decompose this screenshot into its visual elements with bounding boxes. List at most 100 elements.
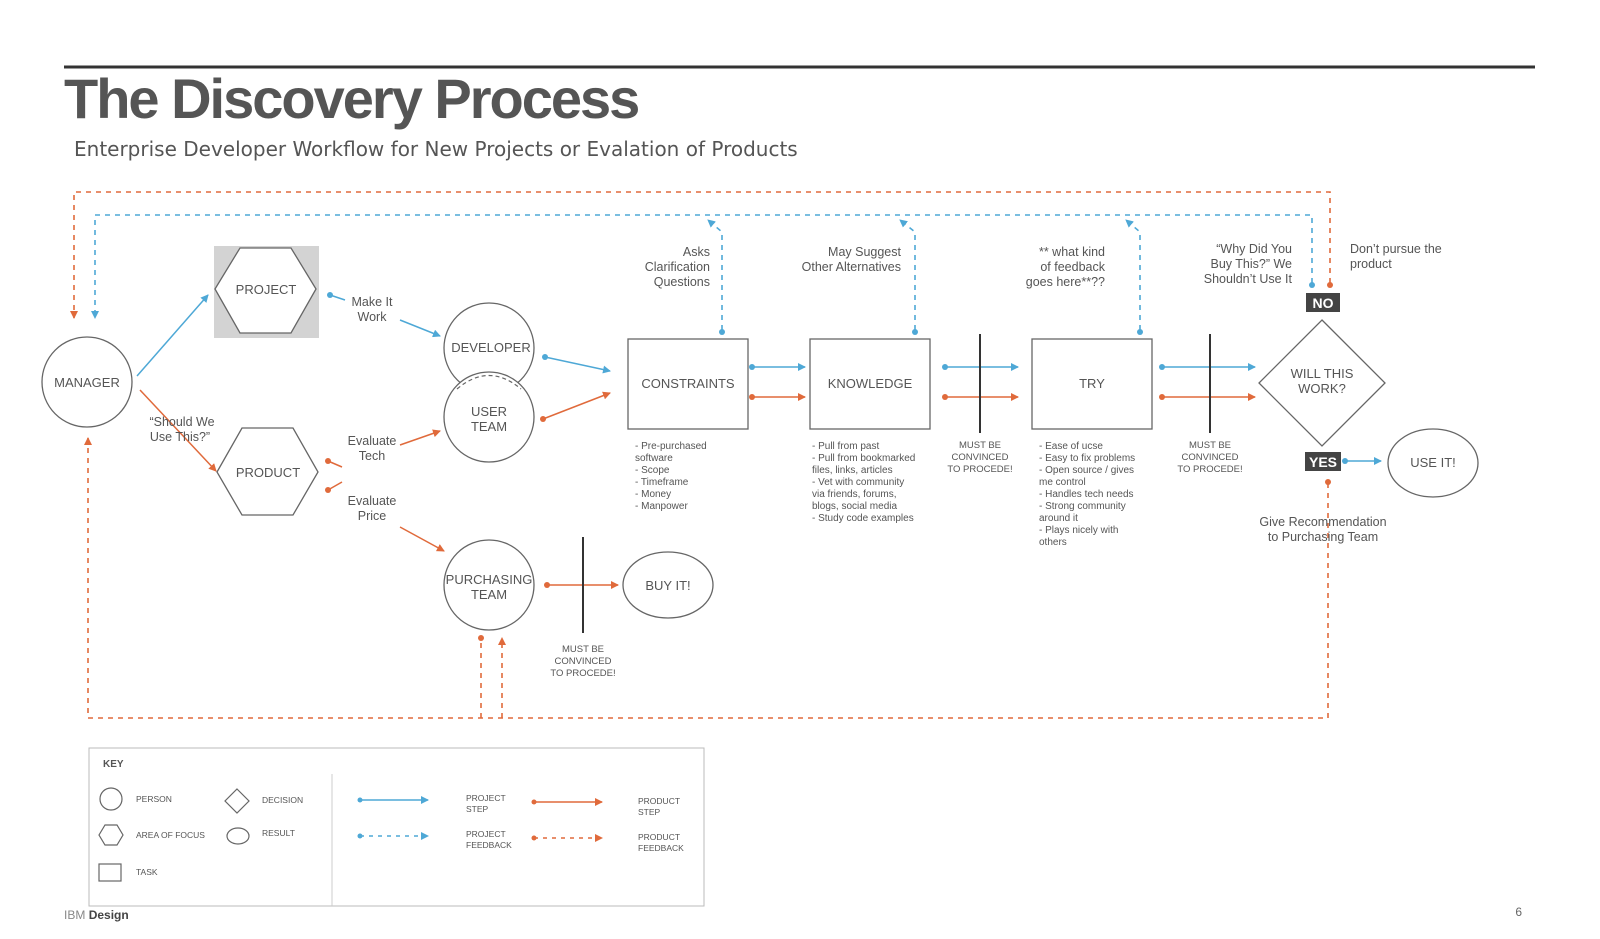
knowledge-node[interactable] (809, 338, 931, 430)
legend-title: KEY (103, 759, 124, 770)
recommendation-note-2: to Purchasing Team (1268, 530, 1378, 544)
convinced-try-2: CONVINCED (951, 452, 1008, 463)
knowledge-detail-line: - Vet with community (812, 477, 904, 488)
developer-to-constraints-arrow (544, 356, 611, 374)
footer-brand-bold: Design (88, 908, 129, 922)
recommendation-note-1: Give Recommendation (1259, 515, 1386, 529)
asks-note-3: Questions (654, 275, 710, 289)
convinced-decision-2: CONVINCED (1181, 452, 1238, 463)
decision-label-1: WILL THIS (1291, 366, 1354, 381)
asks-note-1: Asks (683, 245, 710, 259)
convinced-purchasing-1: MUST BE (562, 644, 604, 655)
try-label: TRY (1079, 376, 1105, 391)
legend-result-icon (226, 827, 250, 845)
manager-to-project-arrow (136, 294, 209, 377)
legend-task-icon (98, 863, 122, 882)
user-team-label-1: USER (471, 404, 507, 419)
purchasing-label-1: PURCHASING (446, 572, 533, 587)
developer-label: DEVELOPER (451, 340, 530, 355)
project-node[interactable] (214, 247, 317, 334)
constraints-detail-line: - Timeframe (635, 477, 689, 488)
yes-badge-label: YES (1309, 454, 1337, 470)
evaluate-price-label-2: Price (358, 509, 387, 523)
evaluate-tech-label-2: Tech (359, 449, 385, 463)
suggest-note-1: May Suggest (828, 245, 901, 259)
use-it-node[interactable] (1387, 428, 1479, 498)
constraints-detail-line: software (635, 453, 673, 464)
try-detail-line: - Ease of ucse (1039, 441, 1103, 452)
should-we-label-2: Use This?” (150, 430, 210, 444)
step-arrows (136, 294, 1382, 589)
legend-project-feedback-2: FEEDBACK (466, 840, 512, 850)
what-kind-note-3: goes here**?? (1026, 275, 1105, 289)
knowledge-details: - Pull from past- Pull from bookmarkedfi… (812, 441, 915, 524)
knowledge-detail-line: blogs, social media (812, 501, 897, 512)
legend-product-step-2: STEP (638, 807, 661, 817)
legend-project-step-1: PROJECT (466, 793, 506, 803)
try-detail-line: - Strong community (1039, 501, 1126, 512)
try-detail-line: me control (1039, 477, 1086, 488)
constraints-node[interactable] (627, 338, 749, 430)
legend-project-feedback-1: PROJECT (466, 829, 506, 839)
yes-badge (1305, 452, 1341, 471)
legend-decision-icon (224, 788, 250, 814)
try-detail-line: - Plays nicely with (1039, 525, 1118, 536)
no-badge (1306, 293, 1340, 312)
no-badge-label: NO (1313, 295, 1334, 311)
manager-node[interactable] (41, 336, 133, 428)
feedback-loops (70, 191, 1331, 719)
will-this-work-decision[interactable] (1258, 319, 1386, 447)
convinced-purchasing-2: CONVINCED (554, 656, 611, 667)
should-we-label-1: “Should We (149, 415, 214, 429)
convinced-purchasing-3: TO PROCEDE! (550, 668, 615, 679)
try-feedback-riser (1125, 219, 1141, 330)
why-buy-note-3: Shouldn’t Use It (1204, 272, 1293, 286)
dont-pursue-note-2: product (1350, 257, 1392, 271)
product-to-purchasing-arrow (399, 526, 445, 552)
legend-key: KEY PERSON AREA OF FOCUS TASK DECISION R… (88, 747, 705, 907)
constraints-detail-line: - Pre-purchased (635, 441, 707, 452)
purchasing-team-node[interactable] (443, 539, 535, 631)
what-kind-note-1: ** what kind (1039, 245, 1105, 259)
knowledge-detail-line: - Pull from past (812, 441, 879, 452)
buy-it-node[interactable] (622, 551, 714, 619)
dont-pursue-note-1: Don’t pursue the (1350, 242, 1442, 256)
try-detail-line: - Open source / gives (1039, 465, 1134, 476)
convinced-decision-3: TO PROCEDE! (1177, 464, 1242, 475)
user-team-to-constraints-arrow (542, 391, 611, 420)
knowledge-label: KNOWLEDGE (828, 376, 913, 391)
page-number: 6 (1515, 905, 1522, 919)
product-feedback-bottom-loop (84, 437, 1329, 719)
legend-decision-label: DECISION (262, 795, 303, 805)
legend-product-step-1: PRODUCT (638, 796, 680, 806)
why-buy-note-1: “Why Did You (1216, 242, 1292, 256)
manager-label: MANAGER (54, 375, 120, 390)
constraints-feedback-riser (707, 219, 723, 330)
footer-brand-light: IBM (64, 908, 86, 922)
why-buy-note-2: Buy This?” We (1210, 257, 1292, 271)
user-team-node[interactable] (443, 371, 535, 463)
knowledge-detail-line: - Study code examples (812, 513, 914, 524)
legend-product-feedback-1: PRODUCT (638, 832, 680, 842)
constraints-label: CONSTRAINTS (641, 376, 735, 391)
product-label: PRODUCT (236, 465, 300, 480)
project-feedback-top-loop (91, 214, 1313, 319)
try-detail-line: around it (1039, 513, 1078, 524)
product-node[interactable] (216, 427, 319, 516)
purchasing-label-2: TEAM (471, 587, 507, 602)
try-node[interactable] (1031, 338, 1153, 430)
legend-person-icon (99, 787, 123, 811)
project-label: PROJECT (236, 282, 297, 297)
legend-project-step-2: STEP (466, 804, 489, 814)
page-title: The Discovery Process (64, 67, 640, 130)
constraints-detail-line: - Manpower (635, 501, 688, 512)
legend-task-label: TASK (136, 867, 158, 877)
product-to-user-team-arrow (399, 429, 441, 446)
what-kind-note-2: of feedback (1040, 260, 1105, 274)
try-detail-line: others (1039, 537, 1067, 548)
legend-person-label: PERSON (136, 794, 172, 804)
asks-note-2: Clarification (645, 260, 710, 274)
developer-user-overlap (456, 375, 522, 390)
